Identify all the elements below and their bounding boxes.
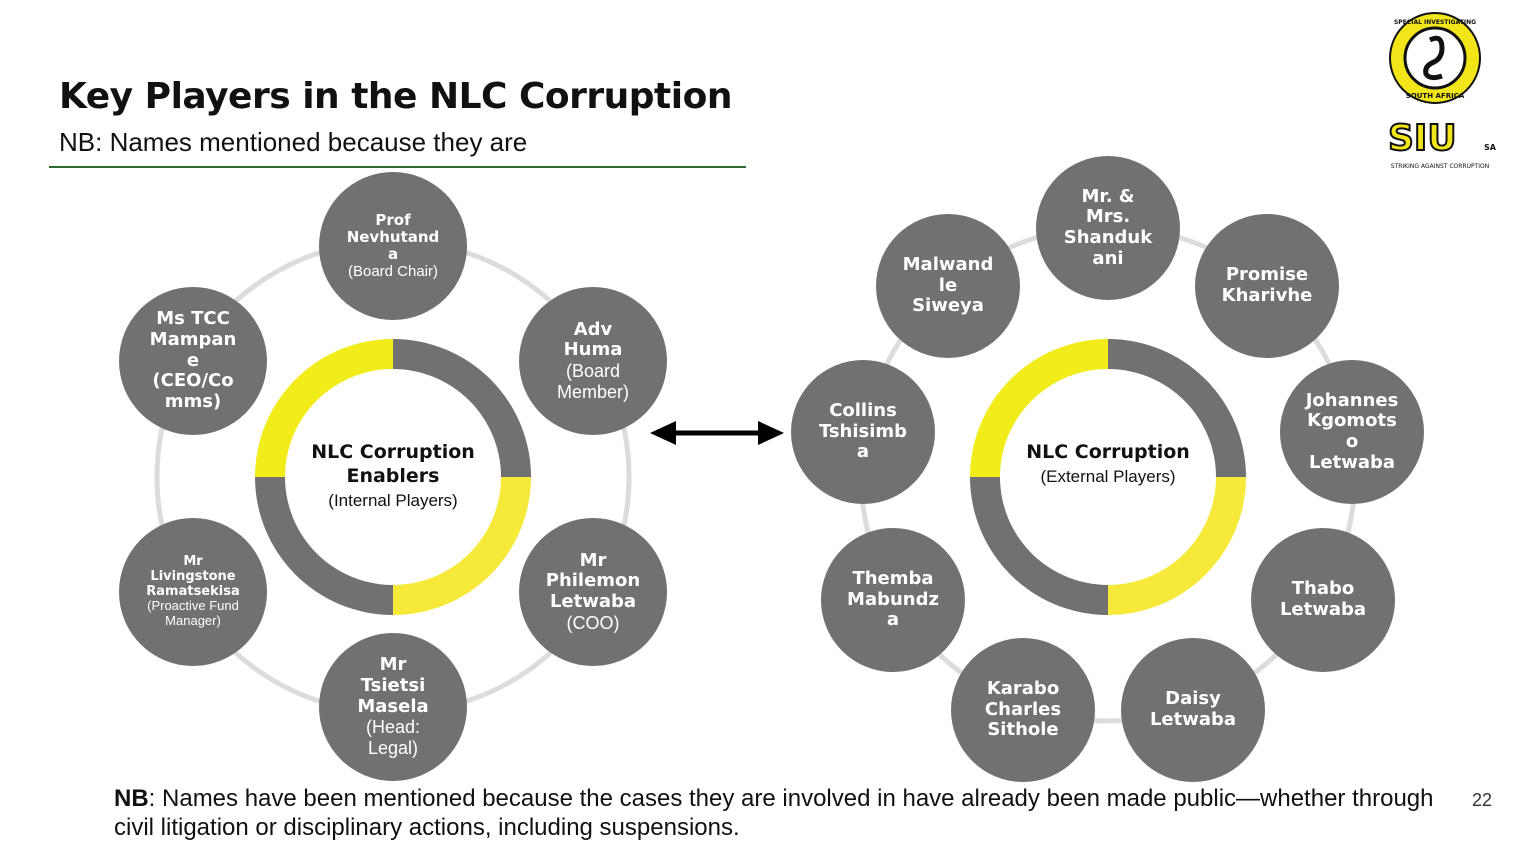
internal-donut-segment [393, 477, 531, 615]
svg-text:SA: SA [1484, 143, 1497, 152]
player-name: Ms TCC Mampane (CEO/Comms) [149, 308, 237, 413]
player-name: Thabo Letwaba [1279, 578, 1367, 620]
player-name: Daisy Letwaba [1149, 688, 1237, 730]
player-node: Adv Huma(Board Member) [519, 287, 667, 435]
footer-text: : Names have been mentioned because the … [114, 785, 1434, 841]
svg-text:STRIKING AGAINST CORRUPTION: STRIKING AGAINST CORRUPTION [1391, 163, 1489, 170]
external-title: NLC Corruption [1026, 441, 1190, 463]
svg-text:SPECIAL INVESTIGATING: SPECIAL INVESTIGATING [1394, 19, 1476, 26]
player-node: Malwandle Siweya [876, 214, 1020, 358]
internal-subtitle: (Internal Players) [328, 490, 458, 510]
footer-note: NB: Names have been mentioned because th… [114, 784, 1434, 842]
player-node: Collins Tshisimba [791, 360, 935, 504]
external-donut-segment [970, 477, 1108, 615]
player-name: Collins Tshisimba [818, 399, 908, 463]
player-node: Daisy Letwaba [1121, 638, 1265, 782]
player-name: Themba Mabundza [847, 567, 939, 631]
page-number: 22 [1472, 790, 1493, 810]
player-name: Karabo Charles Sithole [984, 677, 1062, 741]
player-role: (Board Chair) [347, 263, 439, 281]
player-node: Ms TCC Mampane (CEO/Comms) [119, 287, 267, 435]
player-node: Mr Tsietsi Masela(Head: Legal) [319, 633, 467, 781]
internal-center-label: NLC Corruption Enablers (Internal Player… [293, 441, 493, 512]
external-subtitle: (External Players) [1040, 466, 1176, 486]
player-node: Themba Mabundza [821, 528, 965, 672]
player-node: Karabo Charles Sithole [951, 638, 1095, 782]
external-donut-segment [1108, 477, 1246, 615]
player-name: Adv Huma [563, 318, 623, 361]
player-role: (Head: Legal) [365, 717, 421, 759]
player-node: Prof Nevhutanda(Board Chair) [319, 172, 467, 320]
internal-donut-segment [255, 339, 393, 477]
player-name: Johannes Kgomotso Letwaba [1305, 389, 1399, 473]
external-donut-segment [1108, 339, 1246, 477]
external-donut-segment [970, 339, 1108, 477]
double-arrow-icon [650, 421, 784, 445]
player-node: Promise Kharivhe [1195, 214, 1339, 358]
internal-donut-segment [393, 339, 531, 477]
siu-logo: SPECIAL INVESTIGATING SOUTH AFRICA SIU S… [1387, 12, 1497, 170]
player-name: Malwandle Siweya [902, 253, 994, 317]
internal-title: NLC Corruption Enablers [311, 441, 475, 487]
player-role: (Board Member) [556, 361, 629, 402]
player-node: Mr. & Mrs. Shandukani [1036, 156, 1180, 300]
svg-text:SOUTH AFRICA: SOUTH AFRICA [1406, 92, 1465, 100]
player-node: Johannes Kgomotso Letwaba [1280, 360, 1424, 504]
page-subtitle: NB: Names mentioned because they are [59, 127, 528, 157]
page-title: Key Players in the NLC Corruption [59, 76, 732, 117]
title-divider [49, 166, 746, 168]
player-name: Mr. & Mrs. Shandukani [1063, 185, 1153, 269]
player-name: Mr Tsietsi Masela [357, 654, 429, 717]
player-node: Mr Livingstone Ramatsekisa(Proactive Fun… [119, 518, 267, 666]
svg-text:SIU: SIU [1388, 118, 1457, 159]
player-node: Mr Philemon Letwaba(COO) [519, 518, 667, 666]
player-role: (COO) [566, 612, 620, 633]
player-name: Mr Philemon Letwaba [545, 549, 641, 612]
player-name: Promise Kharivhe [1221, 264, 1313, 306]
player-name: Mr Livingstone Ramatsekisa [146, 553, 240, 599]
player-role: (Proactive Fund Manager) [147, 598, 239, 629]
internal-donut-segment [255, 477, 393, 615]
external-center-label: NLC Corruption (External Players) [1008, 441, 1208, 489]
nb-label: NB [114, 785, 149, 812]
player-name: Prof Nevhutanda [346, 210, 440, 263]
player-node: Thabo Letwaba [1251, 528, 1395, 672]
